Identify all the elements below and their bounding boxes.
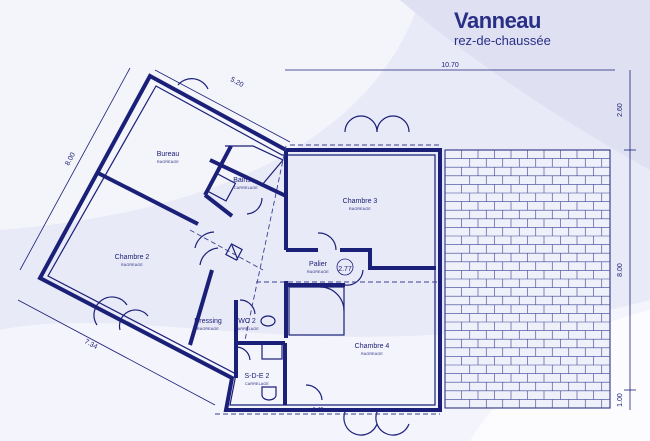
room-wc-2: WC 2: [238, 318, 256, 325]
dim-right-bottom: 1.00: [617, 393, 624, 407]
room-chambre-4: Chambre 4: [355, 343, 390, 350]
room-chambre-2: Chambre 2: [115, 254, 150, 261]
floor-sde-2: CARRELAGE: [245, 382, 269, 386]
room-bureau: Bureau: [157, 151, 180, 158]
room-dressing: Dressing: [194, 318, 222, 325]
dim-door-width: 1.40: [313, 407, 324, 413]
floor-chambre-4: RAGREAGE: [361, 352, 383, 356]
room-palier: Palier: [309, 261, 328, 268]
dashed-lines: [189, 144, 440, 415]
floor-wc-2: CARRELAGE: [235, 327, 259, 331]
ceiling-height: 2.77: [338, 266, 352, 273]
outer-walls: [37, 73, 442, 412]
floor-chambre-2: RAGREAGE: [121, 263, 143, 267]
dimension-lines: [17, 67, 636, 410]
plan-title: Vanneau: [454, 8, 541, 33]
dim-top-total: 10.70: [441, 62, 459, 69]
floor-dressing: RAGREAGE: [197, 327, 219, 331]
interior-walls: [95, 145, 436, 405]
ceiling-height-marker: [336, 258, 354, 276]
terrace: [444, 149, 611, 409]
terrace-paving: [445, 150, 610, 408]
room-sde-2: S-D-E 2: [245, 373, 270, 380]
plan-subtitle: rez-de-chaussée: [454, 33, 551, 48]
room-chambre-3: Chambre 3: [343, 198, 378, 205]
floor-bureau: RAGREAGE: [157, 160, 179, 164]
room-labels: Bureau RAGREAGE Bains CARRELAGE Chambre …: [115, 151, 390, 386]
floor-palier: RAGREAGE: [307, 270, 329, 274]
dim-right-top: 2.60: [617, 103, 624, 117]
floor-chambre-3: RAGREAGE: [349, 207, 371, 211]
room-bains: Bains: [233, 177, 251, 184]
floor-bains: CARRELAGE: [234, 186, 258, 190]
doors: [93, 78, 410, 436]
dim-right-main: 8.00: [617, 263, 624, 277]
